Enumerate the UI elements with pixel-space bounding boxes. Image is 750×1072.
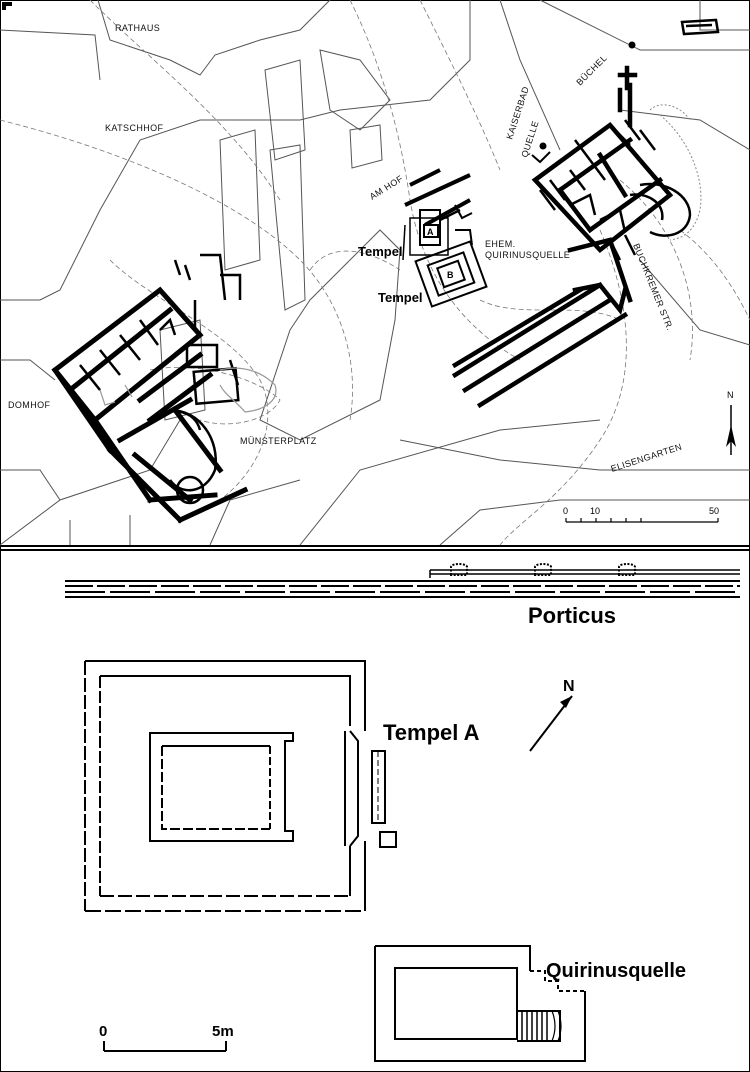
east-complex-fine (539, 119, 692, 261)
scale-tick-0m: 0 (99, 1023, 107, 1040)
panel-divider-top (0, 545, 750, 547)
buchel-building (680, 18, 720, 36)
street-label-elisengarten: ELISENGARTEN (610, 441, 684, 473)
east-complex (451, 65, 674, 409)
quirinusquelle-label: Quirinusquelle (546, 960, 686, 982)
detail-plan-panel: Porticus Tempel A N Quirinusquel (0, 551, 750, 1072)
west-complex (51, 286, 249, 524)
contour-lines (0, 0, 750, 545)
tempel-label-a: Tempel (358, 244, 403, 259)
scale-tick-50: 50 (709, 506, 719, 516)
street-label-domhof: DOMHOF (8, 400, 50, 410)
porticus (65, 563, 740, 598)
temple-marker-b: B (447, 270, 454, 280)
corner-glyph (2, 2, 12, 10)
street-label-quelle: QUELLE (519, 119, 540, 158)
north-label-overview: N (727, 390, 734, 400)
street-label-ehem: EHEM. (485, 239, 516, 249)
west-complex-fine (79, 253, 242, 505)
buchel-point (628, 41, 636, 49)
porticus-label: Porticus (528, 603, 616, 628)
scale-bar-detail (103, 1041, 227, 1052)
street-label-katschhof: KATSCHHOF (105, 123, 164, 133)
scale-bar-overview (565, 518, 719, 523)
street-label-munsterplatz: MÜNSTERPLATZ (240, 436, 317, 446)
panel-divider-bottom (0, 549, 750, 551)
scale-tick-5m: 5m (212, 1023, 234, 1040)
tempel-label-b: Tempel (378, 290, 423, 305)
street-label-buchel: BÜCHEL (574, 53, 609, 88)
overview-map-panel: RATHAUS KATSCHHOF AM HOF KAISERBAD QUELL… (0, 0, 750, 545)
north-label-detail: N (563, 678, 575, 695)
east-hatching (649, 104, 702, 241)
scale-tick-0: 0 (563, 506, 568, 516)
scale-tick-10: 10 (590, 506, 600, 516)
overview-map: RATHAUS KATSCHHOF AM HOF KAISERBAD QUELL… (0, 0, 750, 545)
street-label-am-hof: AM HOF (368, 173, 405, 201)
kaiserbad-marker (531, 151, 551, 164)
street-label-quirinusquelle: QUIRINUSQUELLE (485, 250, 570, 260)
tempel-a-plan (84, 660, 397, 912)
detail-plan: Porticus Tempel A N Quirinusquel (65, 563, 740, 1062)
north-arrow-detail: N (529, 678, 575, 752)
kaiserbad-quelle-point (539, 142, 547, 150)
street-label-rathaus: RATHAUS (115, 23, 160, 33)
street-label-buchkremer-str: BUCHKREMER STR. (631, 242, 675, 332)
west-hatching (99, 367, 277, 413)
quirinusquelle-plan (374, 945, 586, 1062)
temple-marker-a: A (427, 227, 434, 237)
north-arrow-overview: N (726, 390, 736, 455)
tempel-a-label: Tempel A (383, 720, 480, 745)
central-temple-area (402, 168, 488, 308)
